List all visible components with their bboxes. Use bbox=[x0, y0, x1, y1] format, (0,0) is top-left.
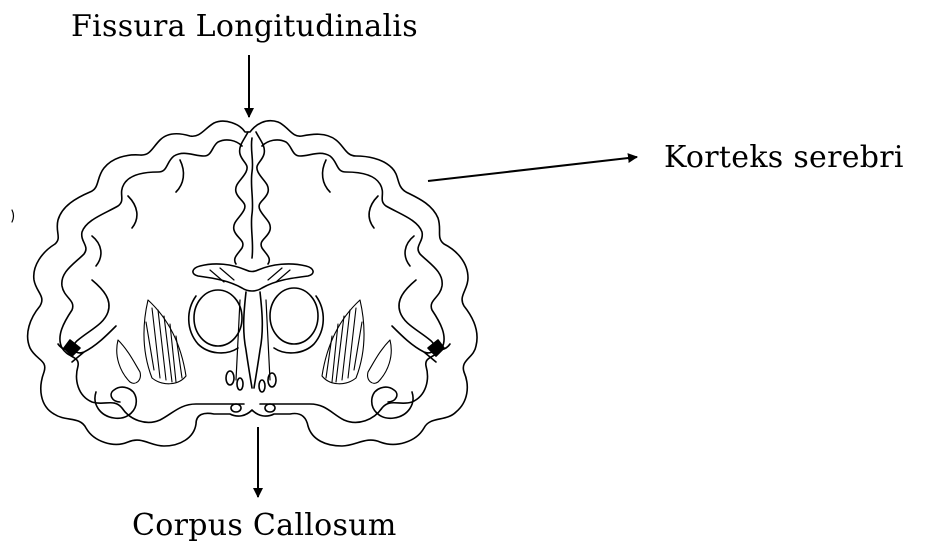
right-thalamus bbox=[270, 288, 318, 344]
small-nucleus-2 bbox=[237, 378, 243, 390]
brain-illustration bbox=[12, 121, 477, 446]
left-basal-ganglia bbox=[117, 300, 186, 384]
right-insula-filled bbox=[428, 340, 444, 356]
fissure-left-wall bbox=[234, 132, 248, 264]
gyrus-fold-right-1 bbox=[323, 160, 330, 192]
gyrus-fold-left-1 bbox=[176, 160, 183, 192]
corpus-callosum-band bbox=[193, 264, 313, 291]
edge-mark bbox=[12, 210, 14, 222]
right-basal-ganglia bbox=[322, 300, 391, 384]
gyrus-fold-left-2 bbox=[128, 196, 137, 228]
left-thalamus bbox=[194, 290, 242, 346]
corpus-callosum-detail bbox=[210, 268, 290, 282]
small-nucleus-3 bbox=[268, 373, 276, 387]
small-nucleus-4 bbox=[259, 380, 265, 392]
mammillary-right bbox=[265, 404, 275, 412]
small-nucleus-1 bbox=[226, 371, 234, 385]
gyrus-fold-left-3 bbox=[92, 236, 101, 266]
mammillary-left bbox=[231, 404, 241, 412]
gyrus-fold-right-2 bbox=[369, 196, 378, 228]
third-ventricle bbox=[244, 292, 263, 388]
arrow-korteks-icon bbox=[428, 157, 637, 181]
fissure-inner-left bbox=[251, 138, 252, 258]
gyrus-fold-right-3 bbox=[405, 236, 414, 266]
fissure-right-wall bbox=[256, 132, 270, 264]
